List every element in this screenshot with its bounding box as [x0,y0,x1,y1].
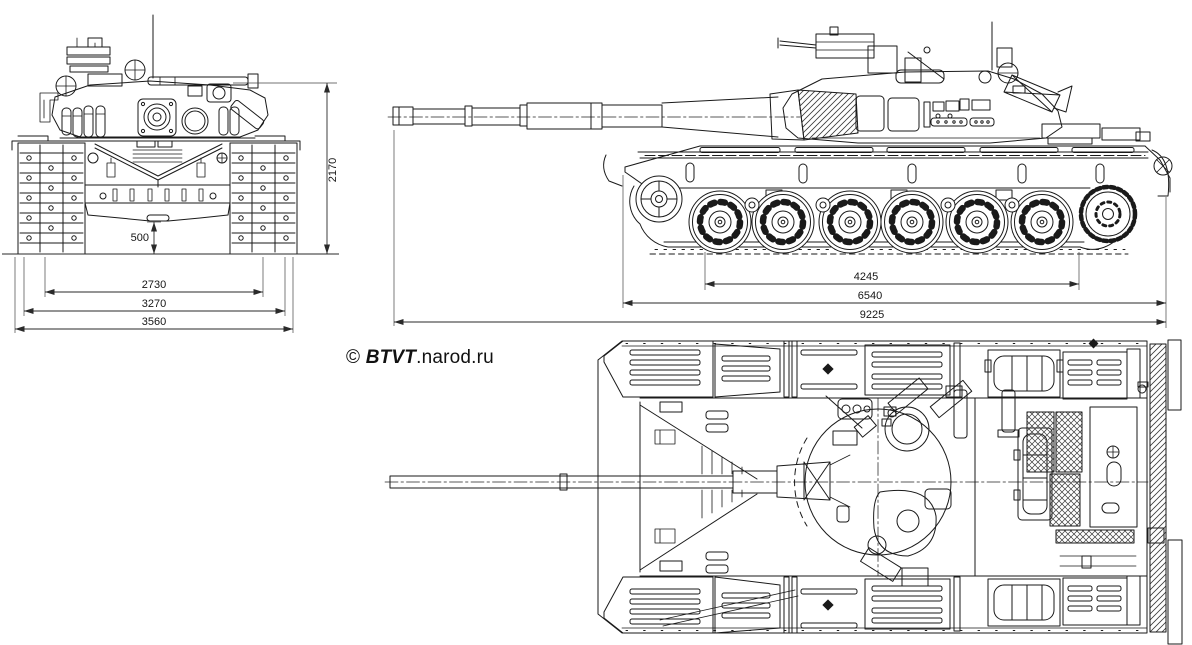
hull-side [603,145,1173,201]
top-view [384,338,1183,645]
rear-deck-stowage [1041,123,1151,145]
snorkel-stowed-side [1003,74,1073,113]
searchlight-front [181,107,209,135]
fender-stowage-top-row [603,338,1141,400]
watermark: © BTVT.narod.ru [346,347,494,368]
turret-top [794,377,973,587]
label-overall-height: 2170 [327,158,339,182]
label-overall-length: 9225 [860,309,884,321]
turret-side [769,70,1063,144]
v-splash-guard [94,143,223,188]
unditching-log [1137,339,1183,645]
tow-hook-left [39,92,59,123]
cylinders-right [218,99,265,136]
gun-mantlet-front [137,98,177,137]
gun-barrel-top [384,397,1149,577]
label-hull-length: 6540 [858,290,882,302]
side-view [387,21,1173,254]
aa-machine-gun-side [777,26,945,84]
gun-barrel-side [387,96,801,138]
grille-hatched-2 [1055,411,1083,473]
commander-cupola-top [825,395,930,452]
label-over-tracks: 3270 [142,298,166,310]
front-view [11,14,301,255]
front-turret [39,14,269,139]
side-view-dimensions: 4245 6540 9225 [393,130,1167,328]
snorkel-section-top-1 [887,377,929,415]
idler-wheel [635,175,683,223]
periscope-antenna-cluster [978,21,1026,94]
front-hull [84,140,231,222]
label-overall-width: 3560 [142,316,166,328]
label-contact-length: 4245 [854,271,878,283]
drive-sprocket [1081,187,1135,241]
front-tracks [11,135,301,255]
fender-stowage-bottom-row [603,575,1141,634]
engine-deck-top [945,385,1138,577]
grille-hatched-3 [1049,473,1081,527]
smoke-cylinders-left [61,105,106,138]
label-track-centers: 2730 [142,279,166,291]
label-ground-clearance: 500 [131,232,149,244]
running-gear [629,175,1135,254]
grille-hatched-1 [1026,411,1055,473]
snorkel-section-top-2 [929,379,973,419]
aa-machine-gun-front [66,37,111,73]
top-hull-outline [597,340,1148,634]
front-view-dimensions: 2170 500 2730 3270 3560 [2,82,339,333]
grille-hatched-4 [1055,529,1135,544]
gunner-hatch-top [867,488,952,557]
